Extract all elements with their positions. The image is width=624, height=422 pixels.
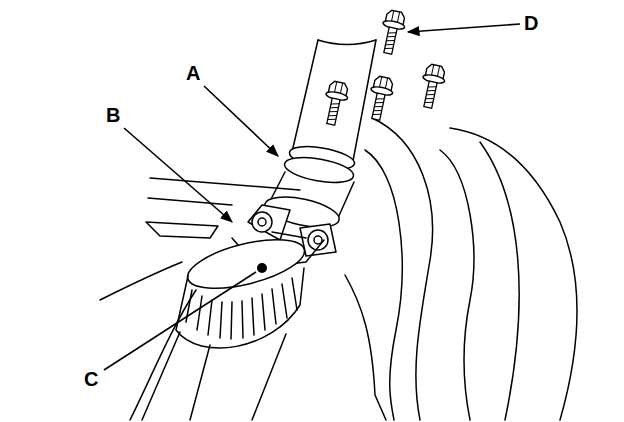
callout-letter: A [186,62,200,84]
callout-letter: B [106,104,120,126]
leader-line [104,24,520,370]
bolt-symbol [320,9,447,127]
callout-letter: D [524,12,538,34]
marker-dot [257,263,267,273]
callout-letter: C [84,368,98,390]
